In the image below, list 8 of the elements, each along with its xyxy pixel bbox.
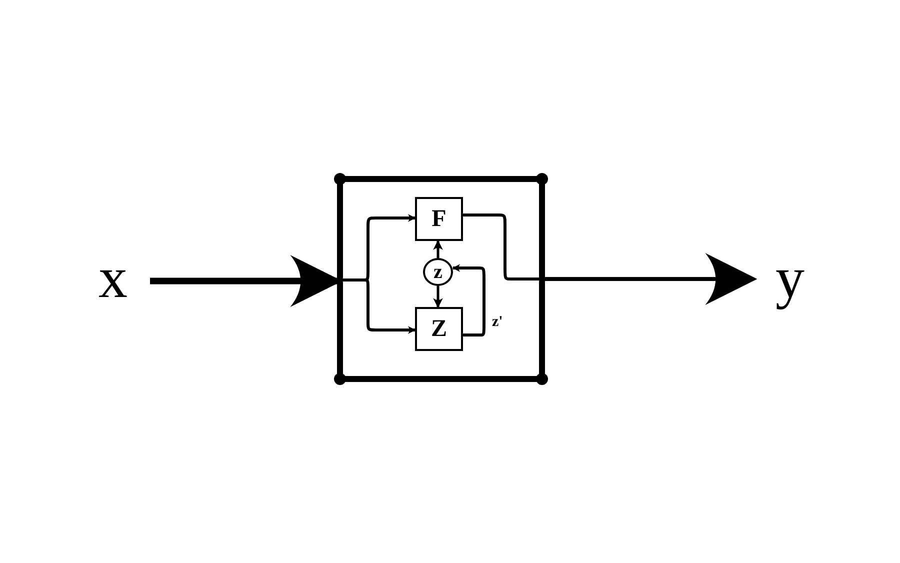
box-label: Z <box>430 317 447 341</box>
variable-label: y <box>776 249 804 307</box>
box-label: F <box>432 207 446 231</box>
function-box <box>415 197 463 241</box>
box-label: z <box>434 262 442 282</box>
function-box <box>415 307 463 351</box>
variable-label: x <box>98 249 128 307</box>
state-circle <box>423 258 453 286</box>
